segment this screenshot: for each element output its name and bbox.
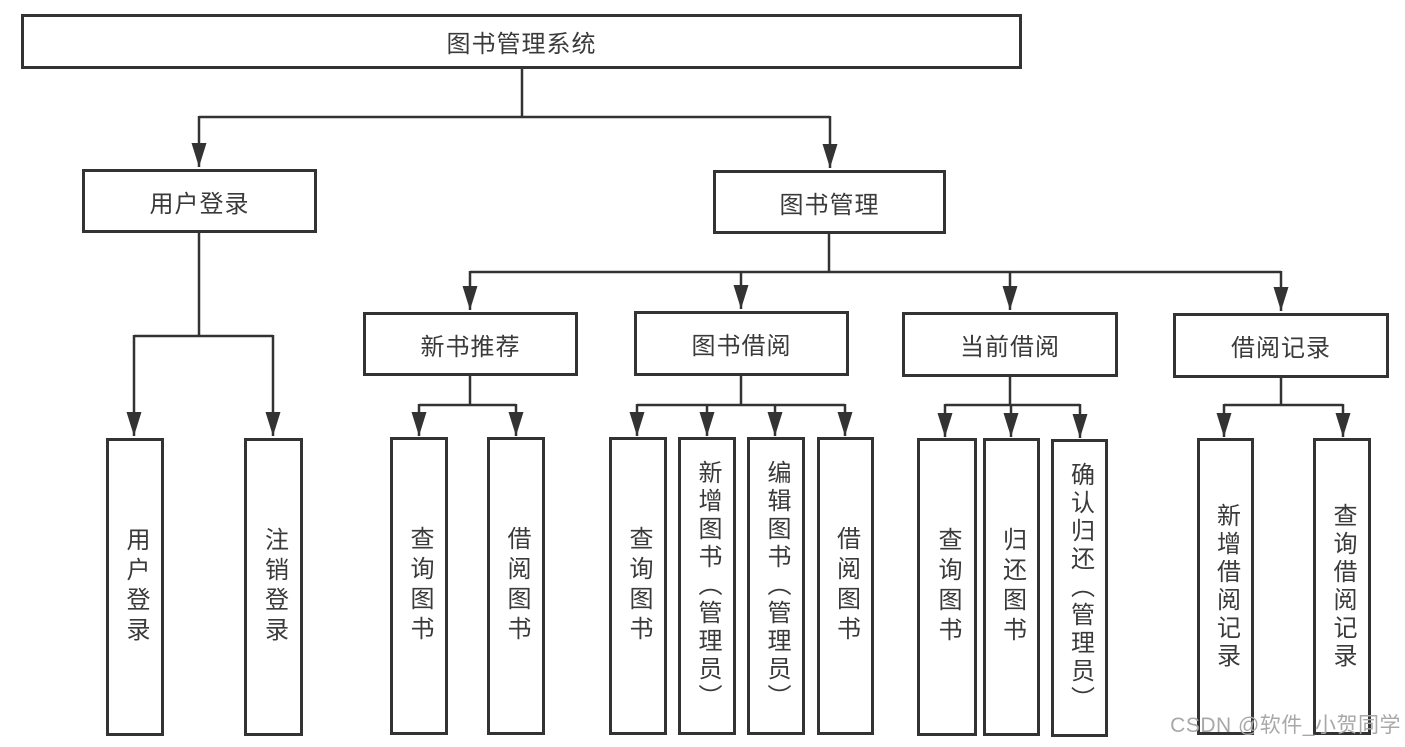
node-label: 用户登录 (122, 527, 149, 647)
leaf-edit-book-admin: 编辑图书（管理员） (747, 437, 805, 735)
node-label: 图书管理系统 (446, 31, 597, 58)
node-label: 编辑图书（管理员） (763, 460, 790, 712)
node-label: 新增图书（管理员） (694, 460, 721, 712)
edges-root-to-level2 (191, 68, 838, 168)
edges-borrow-records-children (1216, 377, 1351, 437)
node-label: 查询图书 (934, 527, 961, 647)
node-label: 确认归还（管理员） (1066, 462, 1094, 714)
node-label: 查询图书 (625, 526, 652, 646)
edges-book-management-children (462, 233, 1289, 311)
leaf-add-book-admin: 新增图书（管理员） (678, 437, 736, 735)
edges-book-borrow-children (629, 375, 853, 436)
leaf-confirm-return-admin: 确认归还（管理员） (1051, 439, 1108, 737)
node-user-login: 用户登录 (82, 169, 317, 233)
node-label: 图书管理 (779, 191, 880, 219)
leaf-borrow-books: 借阅图书 (817, 437, 874, 735)
leaf-borrow-books-recommend: 借阅图书 (487, 437, 545, 735)
leaf-query-books-current: 查询图书 (917, 438, 977, 736)
node-label: 借阅图书 (503, 526, 530, 646)
node-label: 归还图书 (998, 527, 1026, 647)
leaf-add-borrow-record: 新增借阅记录 (1197, 438, 1254, 735)
leaf-query-borrow-record: 查询借阅记录 (1313, 438, 1371, 735)
node-new-book-recommend: 新书推荐 (363, 312, 578, 376)
leaf-logout: 注销登录 (244, 438, 303, 736)
edges-current-borrow-children (937, 377, 1088, 438)
node-library-management-system: 图书管理系统 (21, 14, 1022, 69)
node-label: 新增借阅记录 (1212, 502, 1240, 671)
node-book-management: 图书管理 (713, 170, 946, 234)
node-label: 借阅图书 (832, 526, 860, 646)
leaf-query-books-recommend: 查询图书 (390, 437, 448, 735)
edges-user-login-children (126, 232, 281, 436)
node-label: 当前借阅 (960, 334, 1060, 361)
node-label: 查询借阅记录 (1329, 502, 1356, 671)
node-label: 新书推荐 (420, 333, 521, 361)
leaf-return-books: 归还图书 (983, 438, 1040, 736)
node-label: 注销登录 (260, 527, 288, 647)
node-label: 图书借阅 (691, 333, 792, 360)
node-current-borrow: 当前借阅 (902, 312, 1118, 377)
leaf-user-login: 用户登录 (106, 438, 164, 736)
edges-new-book-recommend-children (411, 376, 524, 436)
node-book-borrow: 图书借阅 (634, 311, 849, 376)
node-borrow-records: 借阅记录 (1173, 313, 1389, 378)
csdn-watermark: CSDN @软件_小贺同学 (1170, 714, 1401, 737)
node-label: 用户登录 (149, 190, 250, 218)
leaf-query-books-borrow: 查询图书 (609, 437, 667, 735)
node-label: 借阅记录 (1231, 335, 1331, 362)
node-label: 查询图书 (406, 526, 433, 646)
